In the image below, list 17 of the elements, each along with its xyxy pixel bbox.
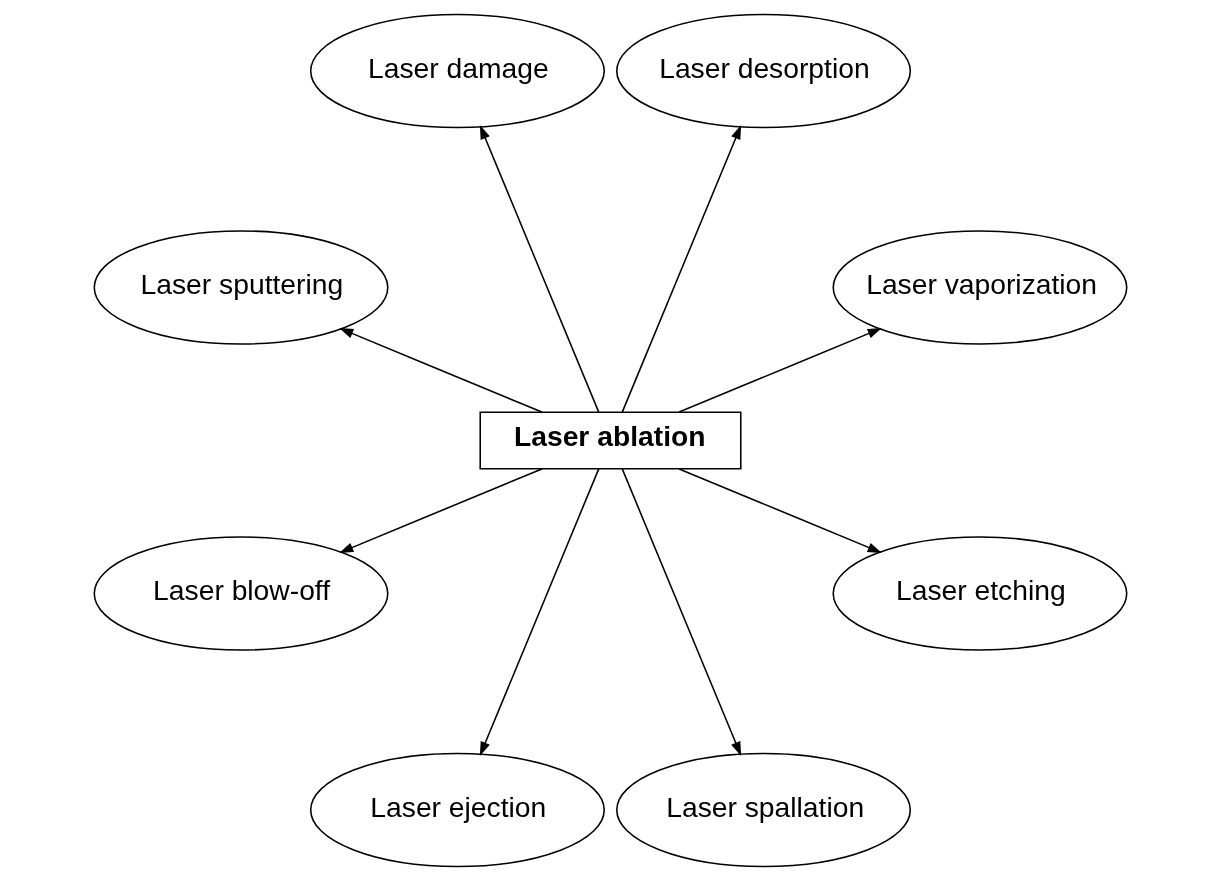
arrow — [620, 125, 741, 413]
node-ellipse: Laser damage — [309, 13, 605, 129]
node-box: Laser ablation — [478, 411, 742, 470]
node-ellipse: Laser sputtering — [93, 230, 389, 345]
arrow — [338, 468, 543, 553]
node-ellipse: Laser etching — [831, 536, 1127, 651]
node-ellipse: Laser ejection — [309, 752, 605, 868]
node-ellipse: Laser vaporization — [831, 230, 1127, 345]
arrow — [479, 468, 600, 756]
arrow — [479, 125, 600, 413]
node-ellipse: Laser spallation — [615, 752, 911, 868]
arrow — [338, 328, 543, 413]
arrow — [677, 328, 882, 413]
node-ellipse: Laser desorption — [615, 13, 911, 129]
node-ellipse: Laser blow-off — [93, 536, 389, 651]
arrow — [620, 468, 741, 756]
arrow — [677, 468, 882, 553]
